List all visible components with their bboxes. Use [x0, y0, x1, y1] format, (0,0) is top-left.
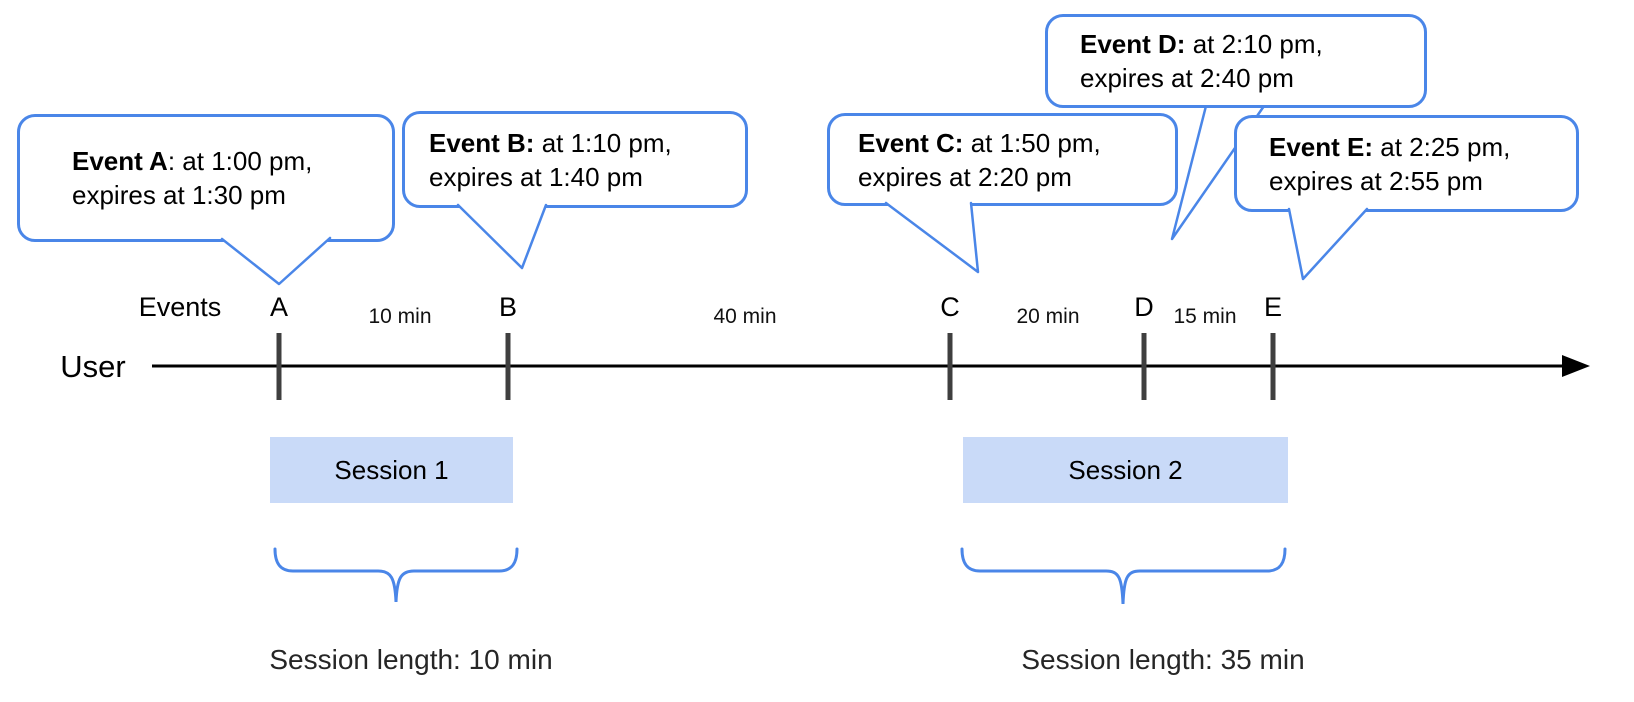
- event-e-line1: Event E: at 2:25 pm,: [1269, 131, 1511, 162]
- event-b-line1: Event B: at 1:10 pm,: [429, 127, 672, 158]
- tick-b: [505, 333, 511, 400]
- event-a-line1: Event A: at 1:00 pm,: [72, 146, 313, 176]
- user-row-label: User: [60, 349, 126, 384]
- tick-d: [1141, 333, 1147, 400]
- tick-a: [276, 333, 282, 400]
- event-mark-b: B: [498, 292, 518, 322]
- session2-box: Session 2: [963, 437, 1288, 503]
- event-d-callout: Event D: at 2:10 pm, expires at 2:40 pm: [1045, 14, 1427, 108]
- tick-e: [1270, 333, 1276, 400]
- event-c-line1: Event C: at 1:50 pm,: [858, 127, 1101, 158]
- event-e-line2: expires at 2:55 pm: [1269, 165, 1483, 196]
- session1-brace: [273, 547, 519, 603]
- session2-label: Session 2: [1068, 454, 1183, 485]
- session1-length-label: Session length: 10 min: [269, 644, 553, 675]
- interval-c-d: 20 min: [1016, 305, 1080, 328]
- event-a-callout: Event A: at 1:00 pm, expires at 1:30 pm: [17, 114, 395, 242]
- interval-a-b: 10 min: [368, 305, 432, 328]
- timeline-arrowhead-icon: [1562, 355, 1590, 377]
- interval-b-c: 40 min: [713, 305, 777, 328]
- event-c-callout: Event C: at 1:50 pm, expires at 2:20 pm: [827, 113, 1178, 206]
- event-b-callout: Event B: at 1:10 pm, expires at 1:40 pm: [402, 111, 748, 208]
- tick-c: [947, 333, 953, 400]
- session1-box: Session 1: [270, 437, 513, 503]
- event-c-line2: expires at 2:20 pm: [858, 161, 1072, 192]
- event-mark-e: E: [1263, 292, 1283, 322]
- event-mark-d: D: [1134, 292, 1154, 322]
- event-mark-a: A: [269, 292, 289, 322]
- session2-brace: [960, 547, 1287, 605]
- event-d-line1: Event D: at 2:10 pm,: [1080, 29, 1323, 59]
- event-mark-c: C: [940, 292, 960, 322]
- interval-d-e: 15 min: [1173, 305, 1237, 328]
- event-e-callout: Event E: at 2:25 pm, expires at 2:55 pm: [1234, 115, 1579, 212]
- event-d-line2: expires at 2:40 pm: [1080, 63, 1294, 93]
- events-row-label: Events: [138, 292, 222, 322]
- session2-length-label: Session length: 35 min: [1021, 644, 1305, 675]
- event-b-line2: expires at 1:40 pm: [429, 161, 643, 192]
- session1-label: Session 1: [334, 454, 449, 485]
- event-a-line2: expires at 1:30 pm: [72, 180, 286, 210]
